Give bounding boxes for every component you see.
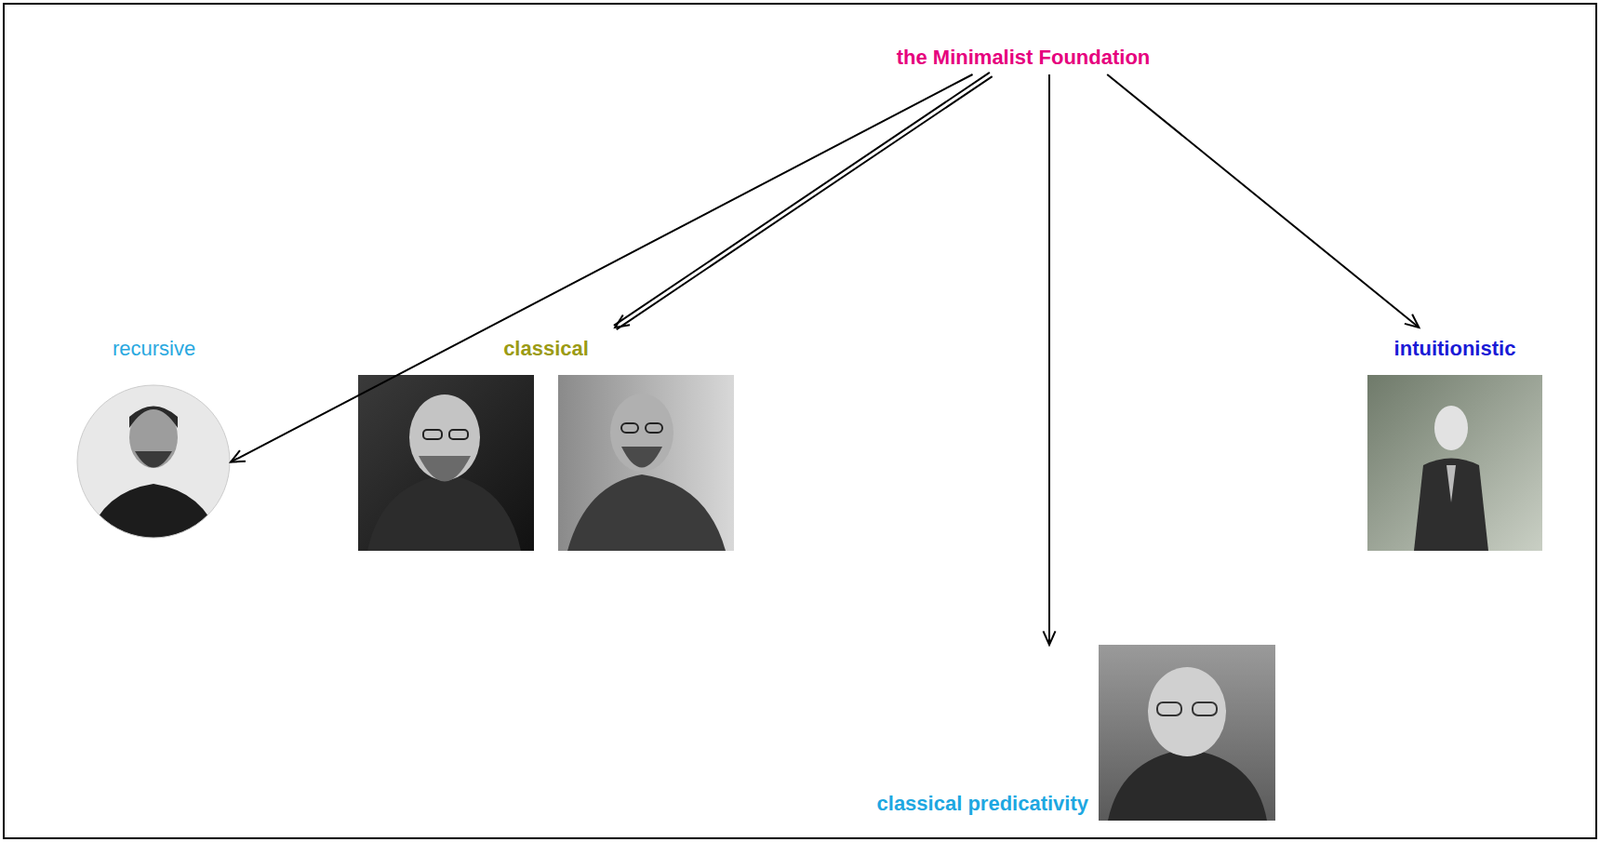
node-label: intuitionistic (1394, 336, 1517, 361)
node-label: recursive (112, 336, 196, 361)
connector-line (230, 74, 974, 463)
portrait (558, 374, 734, 551)
node-label: the Minimalist Foundation (896, 45, 1151, 70)
arrowhead (1042, 630, 1055, 645)
portrait-frame (77, 385, 230, 538)
branch-node: classical (358, 327, 734, 551)
portrait (358, 374, 534, 551)
portrait (1098, 644, 1276, 821)
connector-line (1106, 74, 1419, 328)
arrowhead (1404, 314, 1419, 328)
arrow-connector (613, 72, 993, 330)
branch-node: intuitionistic (1367, 327, 1543, 551)
arrow-connector (1106, 74, 1419, 328)
branch-node: recursive (77, 327, 231, 542)
frame (3, 3, 1597, 839)
arrowhead (230, 450, 246, 463)
connector-line (1048, 74, 1051, 645)
portrait (74, 381, 233, 559)
arrow-connector (1042, 74, 1055, 645)
root-node: the Minimalist Foundation (885, 40, 1162, 75)
branch-node: classical predicativity (877, 644, 1276, 822)
arrow-connector (230, 74, 974, 463)
portrait (1367, 374, 1543, 551)
arrowhead (614, 314, 630, 328)
node-label: classical predicativity (877, 791, 1089, 816)
node-label: classical (503, 336, 589, 361)
connector-line (613, 72, 993, 330)
